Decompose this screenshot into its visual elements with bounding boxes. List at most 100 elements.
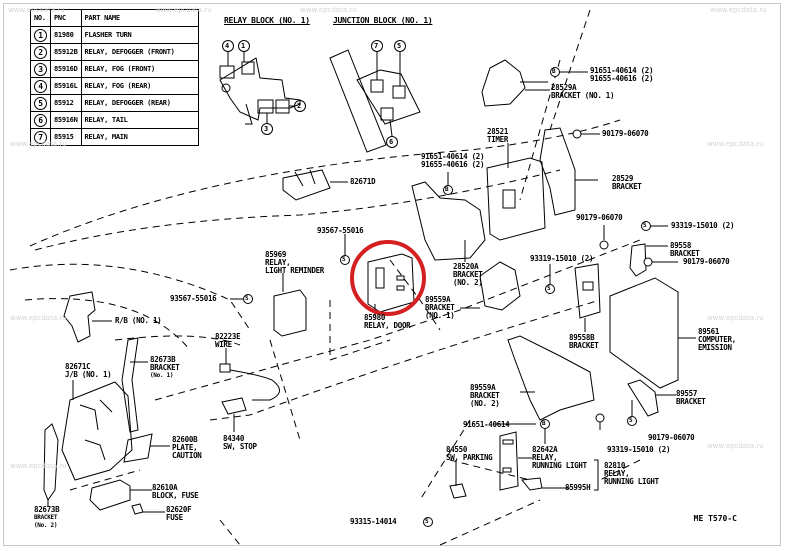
part-plate-caution	[123, 433, 170, 463]
label-93567-a: 93567-55016	[317, 226, 364, 235]
fastener-s: S	[643, 222, 647, 229]
part-sw-stop	[221, 397, 247, 432]
part-fuse-block	[89, 479, 152, 511]
label-93319-c: 93319-15010 (2)	[607, 445, 671, 454]
fastener-s: S	[425, 518, 429, 525]
label-91651-mid: 91651-40614 (2)91655-40616 (2)	[421, 152, 485, 169]
part-name-cell: RELAY, MAIN	[80, 128, 199, 146]
callout-number: 1	[34, 28, 47, 42]
fastener-s: S	[629, 417, 633, 424]
callout-7: 7	[374, 42, 378, 50]
label-82671D: 82671D	[350, 177, 376, 186]
callout-1: 1	[241, 42, 245, 50]
part-bracket-28520A	[411, 181, 486, 262]
parts-table-header: NO. PNC PART NAME	[30, 9, 199, 27]
watermark: www.epcdata.ru	[707, 314, 764, 322]
part-bracket-89557	[627, 379, 676, 417]
fastener-s: S	[245, 295, 249, 302]
diagram-frame	[3, 3, 781, 546]
highlight-circle	[350, 240, 426, 316]
watermark: www.epcdata.ru	[10, 140, 67, 148]
part-bracket-82673B-1	[121, 337, 148, 433]
watermark: www.epcdata.ru	[710, 6, 767, 14]
part-82671D	[282, 169, 348, 201]
part-sw-parking	[449, 460, 467, 499]
dashboard-outline	[9, 9, 641, 546]
label-91651-bot: 91651-40614	[463, 420, 510, 429]
callout-6: 6	[389, 138, 393, 146]
fastener-b: B	[445, 186, 449, 193]
relay-block-heading: RELAY BLOCK (NO. 1)	[224, 16, 310, 25]
part-bracket-89559A-2	[507, 335, 595, 421]
part-wire-82223E	[219, 348, 280, 401]
callout-number: 2	[34, 45, 47, 59]
part-bracket-89559A-1	[460, 261, 521, 311]
part-bracket-89558	[629, 243, 668, 277]
label-93315: 93315-14014	[350, 517, 397, 526]
fastener-s: S	[342, 256, 346, 263]
part-rb-no1	[63, 291, 112, 343]
leader-lines	[72, 71, 678, 523]
callout-4: 4	[225, 42, 229, 50]
label-90179-c: 90179-06070	[683, 257, 730, 266]
label-93319-b: 93319-15010 (2)	[530, 254, 594, 263]
callout-2: 2	[297, 102, 301, 110]
part-relay-light-reminder	[273, 273, 307, 337]
label-91651-top: 91651-40614 (2)91655-40616 (2)	[590, 66, 654, 83]
part-computer-emission	[609, 277, 696, 389]
watermark: www.epcdata.ru	[155, 6, 212, 14]
callout-number: 4	[34, 79, 47, 93]
watermark: www.epcdata.ru	[8, 6, 65, 14]
part-85995H	[521, 459, 599, 491]
part-bracket-89558B	[574, 263, 601, 332]
watermark: www.epcdata.ru	[300, 6, 357, 14]
part-bracket-28529	[539, 127, 598, 216]
fastener-b: B	[542, 420, 546, 427]
part-bracket-28529A	[481, 59, 550, 107]
label-90179-b: 90179-06070	[576, 213, 623, 222]
watermark: www.epcdata.ru	[10, 314, 67, 322]
label-85995H: 85995H	[565, 483, 591, 492]
label-90179-a: 90179-06070	[602, 129, 649, 138]
drawing-code: ME T570-C	[693, 514, 737, 523]
callout-3: 3	[264, 125, 268, 133]
part-fuse	[131, 503, 165, 515]
junction-block-heading: JUNCTION BLOCK (NO. 1)	[333, 16, 433, 25]
junction-block-detail	[329, 40, 421, 153]
part-relay-running-light-82642A	[499, 431, 532, 491]
label-93319-a: 93319-15010 (2)	[671, 221, 735, 230]
relay-block-detail	[219, 40, 306, 135]
fastener-s: S	[547, 285, 551, 292]
callout-number: 3	[34, 62, 47, 76]
label-90179-d: 90179-06070	[648, 433, 695, 442]
callout-number: 6	[34, 113, 47, 127]
watermark: www.epcdata.ru	[10, 462, 67, 470]
watermark: www.epcdata.ru	[707, 442, 764, 450]
